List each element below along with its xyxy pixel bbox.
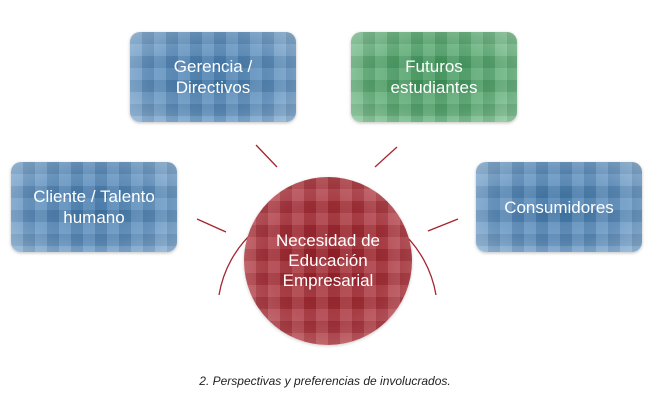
connector-left <box>196 218 227 233</box>
center-node-necesidad: Necesidad de Educación Empresarial <box>244 177 412 345</box>
node-gerencia-directivos: Gerencia / Directivos <box>130 32 296 122</box>
connector-top-left <box>255 144 278 168</box>
connector-right <box>427 218 459 232</box>
node-futuros-label: Futuros estudiantes <box>390 57 478 97</box>
connector-top-right <box>374 146 398 168</box>
node-futuros-estudiantes: Futuros estudiantes <box>351 32 517 122</box>
node-cliente-talento-humano: Cliente / Talento humano <box>11 162 177 252</box>
node-cliente-label: Cliente / Talento humano <box>33 187 155 227</box>
node-consumidores-label: Consumidores <box>504 197 614 217</box>
node-gerencia-label: Gerencia / Directivos <box>173 57 253 97</box>
center-node-label: Necesidad de Educación Empresarial <box>276 231 380 290</box>
node-consumidores: Consumidores <box>476 162 642 252</box>
figure-caption: 2. Perspectivas y preferencias de involu… <box>199 374 451 388</box>
